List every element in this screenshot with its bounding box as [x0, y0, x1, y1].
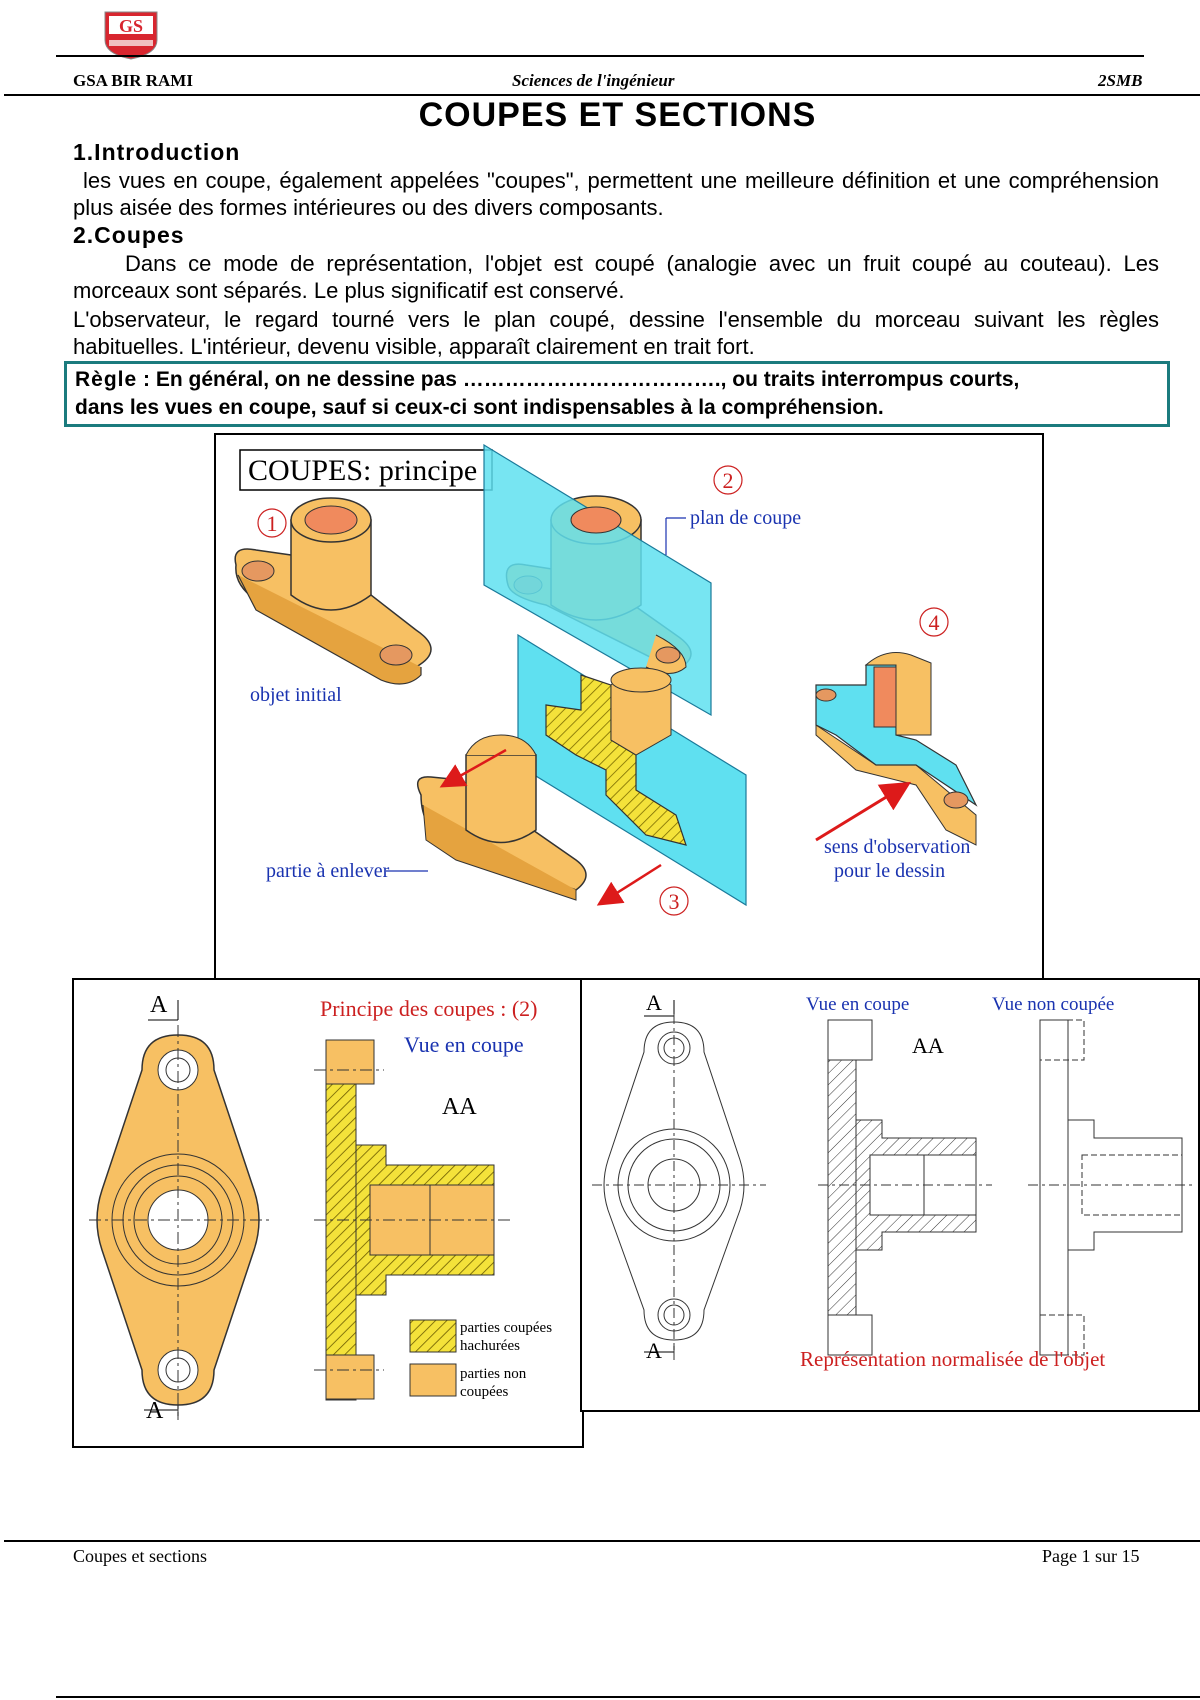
partie-a-enlever-label: partie à enlever — [266, 860, 390, 882]
rule-box: Règle : En général, on ne dessine pas ……… — [64, 361, 1170, 427]
figure-principe-drawing: COUPES: principe 1 objet initial 2 — [234, 443, 978, 916]
rule-label: Règle — [75, 368, 138, 391]
figure-principe-2: A A — [72, 978, 584, 1448]
header-school: GSA BIR RAMI — [73, 71, 193, 90]
legend-plain-2: coupées — [460, 1384, 508, 1400]
fig3-a-bottom: A — [646, 1338, 662, 1363]
step-3: 3 — [669, 889, 680, 914]
rule-text-2: dans les vues en coupe, sauf si ceux-ci … — [75, 396, 884, 419]
fig3-section-view — [818, 1019, 992, 1356]
fig3-vue-coupe: Vue en coupe — [806, 994, 909, 1015]
fig2-title: Principe des coupes : (2) — [320, 996, 538, 1021]
object-plane-drawing — [483, 443, 712, 717]
figure-normalisee: A A — [580, 978, 1200, 1412]
fig3-a-top: A — [646, 990, 662, 1015]
coupes-para-1: Dans ce mode de représentation, l'objet … — [73, 251, 1159, 303]
fig3-vue-non: Vue non coupée — [992, 994, 1114, 1015]
coupes-heading: 2.Coupes — [73, 222, 185, 248]
legend-plain-swatch — [409, 1363, 457, 1397]
header-line-bottom — [4, 94, 1200, 96]
fig2-aa-label: AA — [442, 1094, 477, 1120]
legend-hatch-1: parties coupées — [460, 1320, 552, 1336]
object-initial-drawing — [234, 497, 432, 685]
step-2: 2 — [723, 468, 734, 493]
fig2-a-top: A — [150, 992, 168, 1018]
intro-heading: 1.Introduction — [73, 139, 241, 165]
footer-right: Page 1 sur 15 — [1042, 1546, 1140, 1566]
rule-text-1: : En général, on ne dessine pas ……………………… — [143, 368, 1020, 391]
figure-normalisee-drawing: A A — [592, 990, 1194, 1371]
step-1: 1 — [267, 511, 278, 536]
sens-label-1: sens d'observation — [824, 836, 970, 858]
section-view-drawing — [314, 1039, 514, 1401]
fig1-title: COUPES: principe — [248, 454, 477, 487]
legend-plain-1: parties non — [460, 1366, 527, 1382]
legend-hatch-swatch — [409, 1319, 457, 1353]
front-view-drawing — [89, 1025, 269, 1420]
fig3-front-view — [592, 1014, 766, 1360]
header-class: 2SMB — [1098, 71, 1143, 90]
fig2-a-bottom: A — [146, 1398, 164, 1424]
school-logo: GS — [103, 10, 159, 60]
footer-left: Coupes et sections — [73, 1546, 207, 1566]
bottom-line — [56, 1696, 1200, 1698]
coupes-para-2: L'observateur, le regard tourné vers le … — [73, 307, 1159, 359]
header-line-top — [56, 55, 1144, 57]
figure-principe-2-drawing: A A — [89, 992, 552, 1424]
fig3-non-cut-view — [1028, 1019, 1194, 1356]
footer-line — [4, 1540, 1200, 1542]
figure-principe: COUPES: principe 1 objet initial 2 — [214, 433, 1044, 981]
intro-text: les vues en coupe, également appelées "c… — [73, 168, 1159, 220]
page-title: COUPES ET SECTIONS — [418, 96, 817, 134]
step-4: 4 — [929, 610, 940, 635]
rule-line-1: Règle : En général, on ne dessine pas ……… — [75, 366, 1159, 394]
sens-label-2: pour le dessin — [834, 860, 945, 882]
fig2-vue-label: Vue en coupe — [404, 1032, 524, 1057]
fig3-caption: Représentation normalisée de l'objet — [800, 1347, 1105, 1371]
section-plane-drawing — [517, 633, 747, 907]
plan-de-coupe-label: plan de coupe — [690, 507, 801, 529]
header-subject: Sciences de l'ingénieur — [512, 71, 675, 90]
fig3-aa-label: AA — [912, 1033, 944, 1058]
partie-a-enlever-drawing — [416, 734, 587, 901]
objet-initial-label: objet initial — [250, 684, 342, 706]
logo-text: GS — [119, 16, 143, 36]
object-cut-drawing — [815, 652, 978, 846]
legend-hatch-2: hachurées — [460, 1338, 520, 1354]
